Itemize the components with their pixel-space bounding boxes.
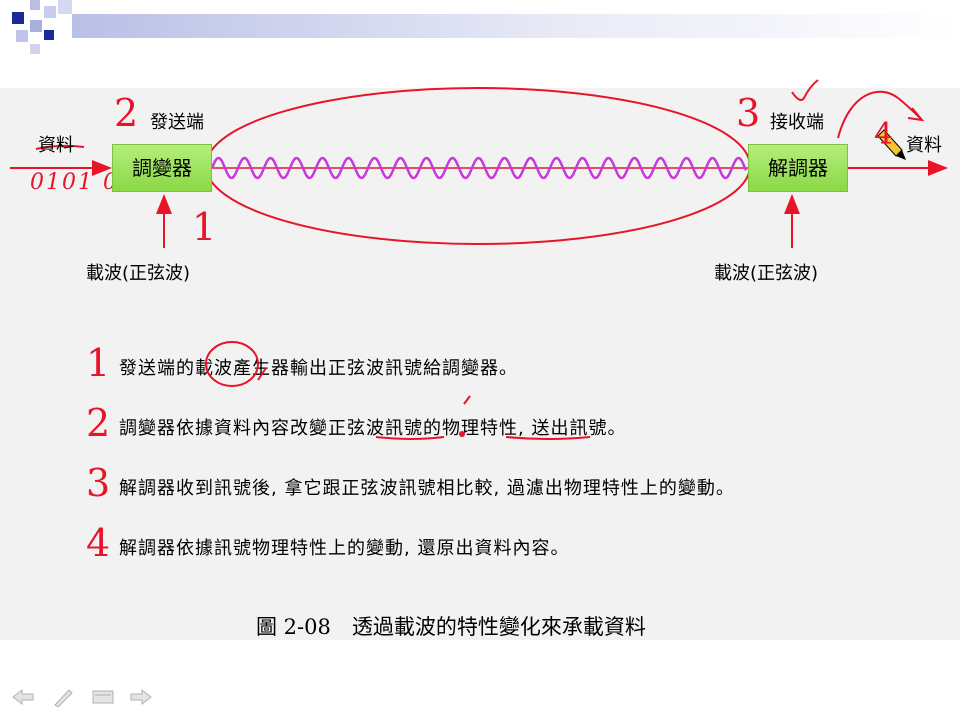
handwritten-check <box>791 79 819 101</box>
carrier-number: 1 <box>192 205 217 249</box>
prev-slide-button[interactable] <box>10 686 36 708</box>
step-number: 2 <box>86 401 111 445</box>
step-text: 調變器依據資料內容改變正弦波訊號的物理特性, 送出訊號。 <box>119 418 627 439</box>
step-text: 發送端的載波產生器輸出正弦波訊號給調變器。 <box>119 358 518 379</box>
step-text: 解調器依據訊號物理特性上的變動, 還原出資料內容。 <box>119 538 570 559</box>
menu-icon <box>92 690 114 704</box>
step-number: 1 <box>86 341 111 385</box>
figure-caption: 圖 2-08 透過載波的特性變化來承載資料 <box>256 615 646 639</box>
input-data-label: 資料 <box>38 135 74 156</box>
handwritten-annotations <box>205 341 591 440</box>
handwritten-strike <box>35 144 85 150</box>
receiver-number: 3 <box>736 91 761 135</box>
arrow-left-icon <box>12 688 34 706</box>
sender-number: 2 <box>114 91 139 135</box>
header-bar <box>72 14 960 38</box>
step-text: 解調器收到訊號後, 拿它跟正弦波訊號相比較, 過濾出物理特性上的變動。 <box>119 478 735 499</box>
carrier-right-label: 載波(正弦波) <box>714 263 819 284</box>
modulator-box: 調變器 <box>112 144 212 192</box>
carrier-left-label: 載波(正弦波) <box>86 263 191 284</box>
pen-tool-button[interactable] <box>50 686 76 708</box>
step-number: 4 <box>86 521 111 565</box>
sender-label: 發送端 <box>150 112 204 133</box>
output-data-label: 資料 <box>906 135 942 156</box>
next-slide-button[interactable] <box>128 686 154 708</box>
demodulator-box: 解調器 <box>748 144 848 192</box>
handwritten-bits: 0101 0 <box>30 170 119 195</box>
step-number: 3 <box>86 461 111 505</box>
menu-button[interactable] <box>90 686 116 708</box>
arrow-right-icon <box>130 688 152 706</box>
handwritten-arrow <box>837 90 921 139</box>
logo-icon <box>0 0 80 60</box>
receiver-label: 接收端 <box>770 112 824 133</box>
pen-cursor-icon <box>877 129 906 160</box>
handwritten-ellipse <box>205 87 751 245</box>
output-number: 4 <box>874 117 894 152</box>
sine-wave <box>210 156 748 180</box>
pen-icon <box>54 689 73 707</box>
